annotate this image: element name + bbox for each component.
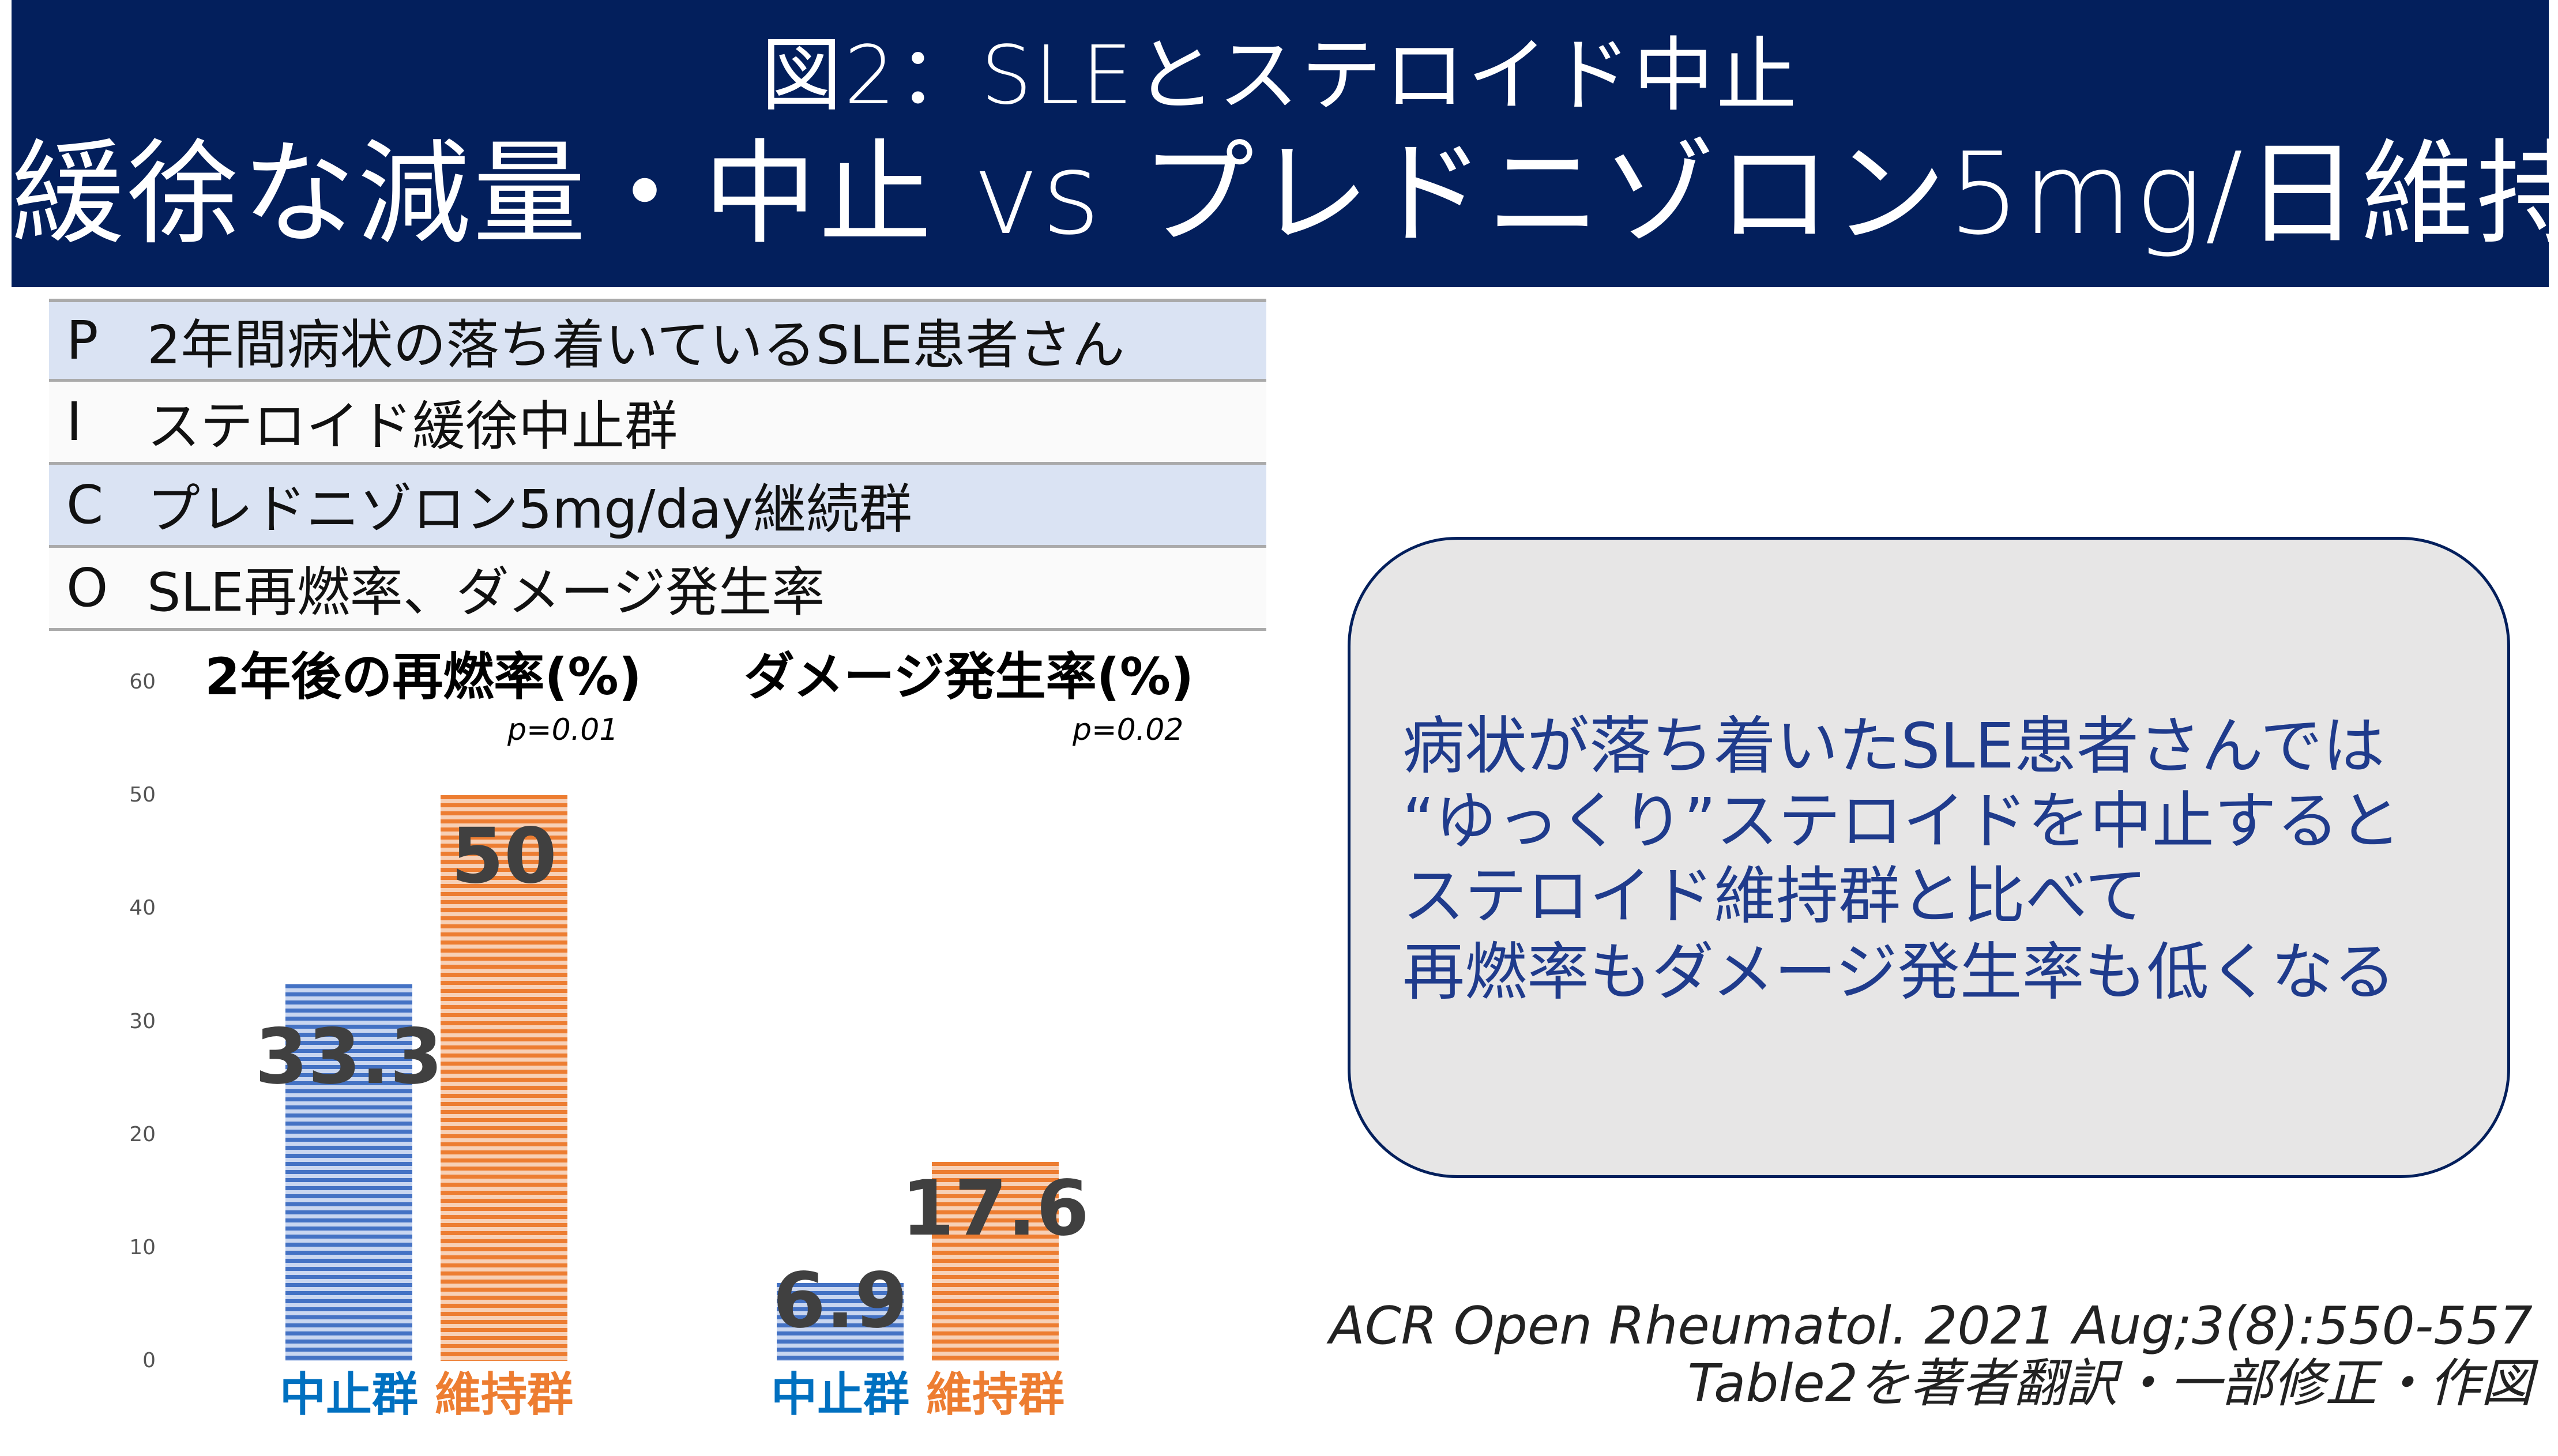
pico-row-p: P 2年間病状の落ち着いているSLE患者さん: [49, 299, 1266, 382]
data-label: 50: [451, 812, 557, 901]
citation: ACR Open Rheumatol. 2021 Aug;3(8):550-55…: [1329, 1297, 2533, 1413]
data-label: 17.6: [901, 1164, 1089, 1253]
pico-row-c: C プレドニゾロン5mg/day継続群: [49, 465, 1266, 548]
pico-text: ステロイド緩徐中止群: [147, 396, 678, 457]
pico-row-i: I ステロイド緩徐中止群: [49, 382, 1266, 465]
citation-source: ACR Open Rheumatol. 2021 Aug;3(8):550-55…: [1329, 1296, 2533, 1356]
bar: [441, 795, 567, 1361]
category-label: 中止群: [280, 1368, 418, 1421]
p-value: p=0.01: [507, 713, 619, 747]
pico-key: C: [66, 474, 104, 536]
bar: [932, 1161, 1059, 1361]
bar-chart: 0 10 20 30 40 50 60 2年後の再燃率(%) p=0.01 33.3 中止群 50 維持…: [0, 634, 1269, 1456]
data-label: 6.9: [773, 1256, 908, 1345]
y-tick-label: 30: [129, 1009, 156, 1033]
callout-line: ステロイド維持群と比べて: [1402, 860, 2147, 932]
y-tick-label: 40: [129, 896, 156, 920]
citation-note: Table2を著者翻訳・一部修正・作図: [1687, 1353, 2533, 1414]
data-label: 33.3: [255, 1012, 443, 1101]
callout-line: “ゆっくり”ステロイドを中止すると: [1402, 785, 2401, 857]
pico-key: I: [66, 391, 82, 453]
callout-line: 再燃率もダメージ発生率も低くなる: [1402, 936, 2396, 1009]
chart-title: 2年後の再燃率(%): [205, 647, 642, 706]
pico-text: 2年間病状の落ち着いているSLE患者さん: [147, 314, 1125, 376]
slide-header: 図2：SLEとステロイド中止 緩徐な減量・中止 vs プレドニゾロン5mg/日維…: [12, 0, 2558, 287]
slide-subtitle: 図2：SLEとステロイド中止: [761, 29, 1800, 123]
summary-callout: 病状が落ち着いたSLE患者さんでは “ゆっくり”ステロイドを中止すると ステロイ…: [1348, 537, 2510, 1178]
bar: [777, 1282, 904, 1361]
pico-text: SLE再燃率、ダメージ発生率: [147, 562, 825, 623]
pico-row-o: O SLE再燃率、ダメージ発生率: [49, 548, 1266, 631]
category-label: 維持群: [435, 1368, 573, 1421]
y-tick-label: 20: [129, 1122, 156, 1146]
pico-key: O: [66, 557, 108, 619]
callout-line: 病状が落ち着いたSLE患者さんでは: [1402, 710, 2385, 782]
p-value: p=0.02: [1073, 713, 1184, 747]
category-label: 維持群: [926, 1368, 1064, 1421]
pico-table: P 2年間病状の落ち着いているSLE患者さん I ステロイド緩徐中止群 C プレドニゾ…: [49, 299, 1266, 631]
pico-text: プレドニゾロン5mg/day継続群: [147, 479, 912, 540]
y-tick-label: 10: [129, 1235, 156, 1259]
y-tick-label: 50: [129, 783, 156, 807]
y-tick-label: 0: [142, 1349, 156, 1372]
y-tick-label: 60: [129, 670, 156, 694]
slide-title: 緩徐な減量・中止 vs プレドニゾロン5mg/日維持: [12, 129, 2558, 260]
bar: [285, 984, 412, 1361]
category-label: 中止群: [771, 1368, 909, 1421]
pico-key: P: [66, 310, 99, 371]
chart-title: ダメージ発生率(%): [744, 647, 1194, 706]
